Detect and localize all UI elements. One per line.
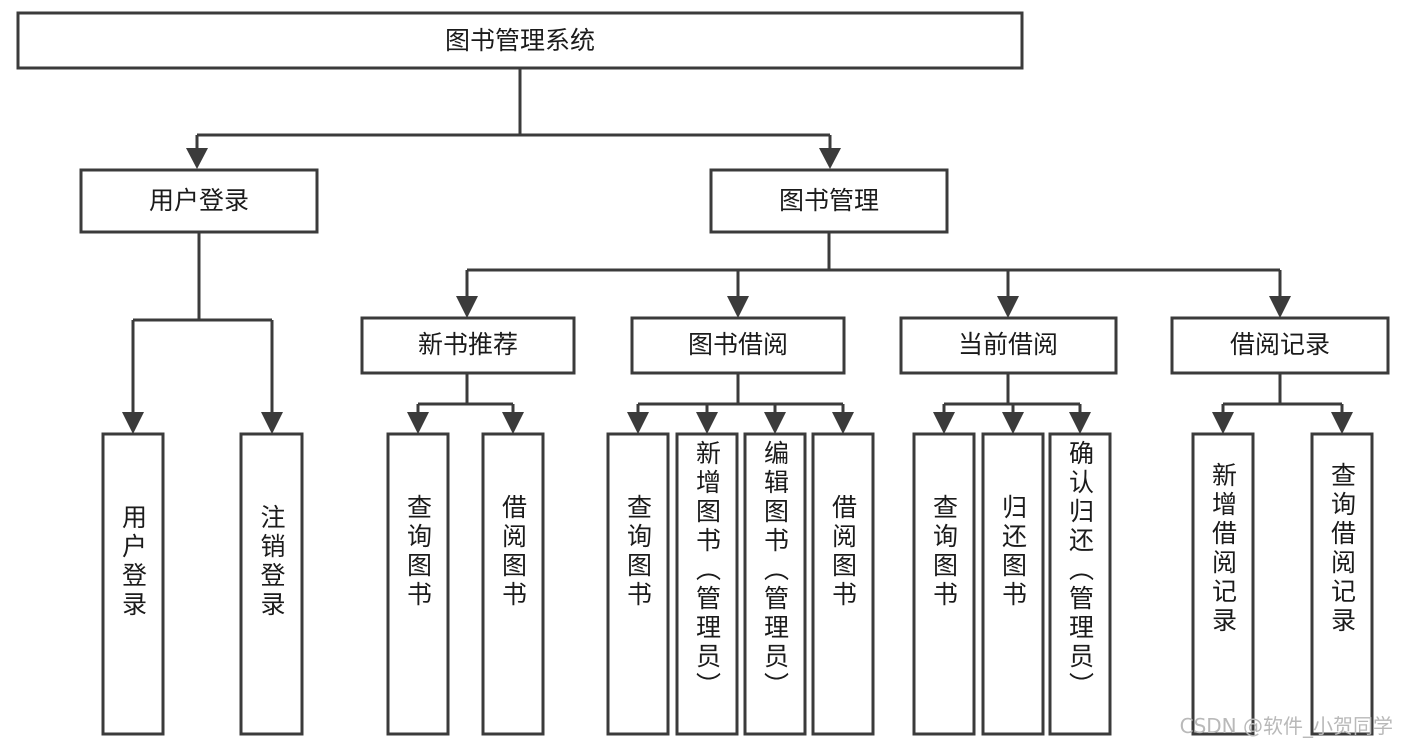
edges-book-borrow-to-leaves	[627, 373, 854, 434]
node-new-book-recommend[interactable]: 新书推荐	[360, 316, 576, 375]
node-leaf-user-login-label: 用户登录	[118, 504, 148, 620]
edges-user-login-to-leaves	[122, 232, 283, 434]
arrow-head-book-management	[819, 148, 841, 169]
node-leaf-confirm-return-admin-label: 确认归还（管理员）	[1065, 440, 1095, 701]
node-user-login-box	[79, 168, 319, 234]
node-leaf-logout-label: 注销登录	[257, 504, 286, 620]
node-leaf-user-login-box	[101, 432, 165, 736]
node-leaf-return-book-label: 归还图书	[998, 494, 1028, 610]
edges-root-to-level1	[186, 68, 841, 169]
node-leaf-query-book-recommend-label: 查询图书	[403, 494, 433, 610]
arrow-head-leaf-edit-book-admin	[764, 412, 786, 434]
arrow-head-leaf-add-book-admin	[696, 412, 718, 434]
node-leaf-return-book-box	[981, 432, 1045, 736]
arrow-head-current-borrow	[997, 296, 1019, 318]
node-leaf-query-book-current[interactable]: 查询图书	[912, 432, 976, 736]
node-current-borrow-box	[899, 316, 1118, 375]
node-leaf-query-book-recommend[interactable]: 查询图书	[386, 432, 450, 736]
arrow-head-leaf-logout	[261, 412, 283, 434]
node-leaf-edit-book-admin[interactable]: 编辑图书（管理员）	[743, 432, 807, 736]
node-leaf-confirm-return-admin[interactable]: 确认归还（管理员）	[1048, 432, 1112, 736]
node-leaf-borrow-book-recommend-label: 借阅图书	[498, 494, 528, 610]
node-book-borrow[interactable]: 图书借阅	[630, 316, 846, 375]
node-book-management-box	[709, 168, 949, 234]
node-leaf-add-borrow-record[interactable]: 新增借阅记录	[1191, 432, 1255, 736]
arrow-head-leaf-query-borrow-record	[1331, 412, 1353, 434]
node-leaf-add-borrow-record-box	[1191, 432, 1255, 736]
arrow-head-leaf-query-book-borrow	[627, 412, 649, 434]
node-leaf-borrow-book-label: 借阅图书	[828, 494, 858, 610]
edges-new-book-recommend-to-leaves	[407, 373, 524, 434]
node-root[interactable]: 图书管理系统	[16, 11, 1024, 70]
node-leaf-borrow-book[interactable]: 借阅图书	[811, 432, 875, 736]
arrow-head-leaf-query-book-recommend	[407, 412, 429, 434]
node-leaf-edit-book-admin-box	[743, 432, 807, 736]
node-user-login-label: 用户登录	[149, 186, 249, 215]
edges-book-management-to-level2	[456, 232, 1291, 318]
node-leaf-query-book-current-label: 查询图书	[929, 494, 959, 610]
edges-current-borrow-to-leaves	[933, 373, 1091, 434]
node-leaf-query-book-current-box	[912, 432, 976, 736]
arrow-head-leaf-return-book	[1002, 412, 1024, 434]
node-leaf-add-book-admin-label: 新增图书（管理员）	[692, 440, 722, 701]
node-user-login[interactable]: 用户登录	[79, 168, 319, 234]
node-leaf-query-book-recommend-box	[386, 432, 450, 736]
node-current-borrow[interactable]: 当前借阅	[899, 316, 1118, 375]
node-leaf-return-book[interactable]: 归还图书	[981, 432, 1045, 736]
arrow-head-user-login	[186, 148, 208, 169]
node-leaf-user-login[interactable]: 用户登录	[101, 432, 165, 736]
arrow-head-leaf-borrow-book-recommend	[502, 412, 524, 434]
node-leaf-query-book-borrow-label: 查询图书	[623, 494, 653, 610]
node-leaf-borrow-book-box	[811, 432, 875, 736]
node-root-box	[16, 11, 1024, 70]
node-leaf-logout[interactable]: 注销登录	[239, 432, 304, 736]
arrow-head-leaf-confirm-return-admin	[1069, 412, 1091, 434]
node-leaf-add-book-admin-box	[675, 432, 739, 736]
node-leaf-query-book-borrow-box	[606, 432, 670, 736]
node-leaf-borrow-book-recommend-box	[481, 432, 545, 736]
arrow-head-book-borrow	[727, 296, 749, 318]
arrow-head-leaf-borrow-book	[832, 412, 854, 434]
arrow-head-leaf-user-login	[122, 412, 144, 434]
node-new-book-recommend-box	[360, 316, 576, 375]
node-current-borrow-label: 当前借阅	[958, 330, 1058, 359]
node-leaf-query-book-borrow[interactable]: 查询图书	[606, 432, 670, 736]
node-book-management[interactable]: 图书管理	[709, 168, 949, 234]
arrow-head-leaf-query-book-current	[933, 412, 955, 434]
node-leaf-query-borrow-record[interactable]: 查询借阅记录	[1310, 432, 1374, 736]
node-root-label: 图书管理系统	[445, 26, 595, 55]
arrow-head-borrow-records	[1269, 296, 1291, 318]
arrow-head-leaf-add-borrow-record	[1212, 412, 1234, 434]
node-book-management-label: 图书管理	[779, 186, 879, 215]
node-leaf-edit-book-admin-label: 编辑图书（管理员）	[760, 440, 790, 701]
node-leaf-confirm-return-admin-box	[1048, 432, 1112, 736]
arrow-head-new-book-recommend	[456, 296, 478, 318]
node-leaf-logout-box	[239, 432, 304, 736]
node-leaf-borrow-book-recommend[interactable]: 借阅图书	[481, 432, 545, 736]
node-book-borrow-box	[630, 316, 846, 375]
node-leaf-query-borrow-record-label: 查询借阅记录	[1327, 462, 1357, 636]
node-leaf-add-book-admin[interactable]: 新增图书（管理员）	[675, 432, 739, 736]
node-leaf-add-borrow-record-label: 新增借阅记录	[1208, 462, 1238, 636]
node-borrow-records-label: 借阅记录	[1230, 330, 1330, 359]
node-borrow-records[interactable]: 借阅记录	[1170, 316, 1390, 375]
node-borrow-records-box	[1170, 316, 1390, 375]
node-book-borrow-label: 图书借阅	[688, 330, 788, 359]
edges-borrow-records-to-leaves	[1212, 373, 1353, 434]
node-new-book-recommend-label: 新书推荐	[418, 330, 518, 359]
node-leaf-query-borrow-record-box	[1310, 432, 1374, 736]
